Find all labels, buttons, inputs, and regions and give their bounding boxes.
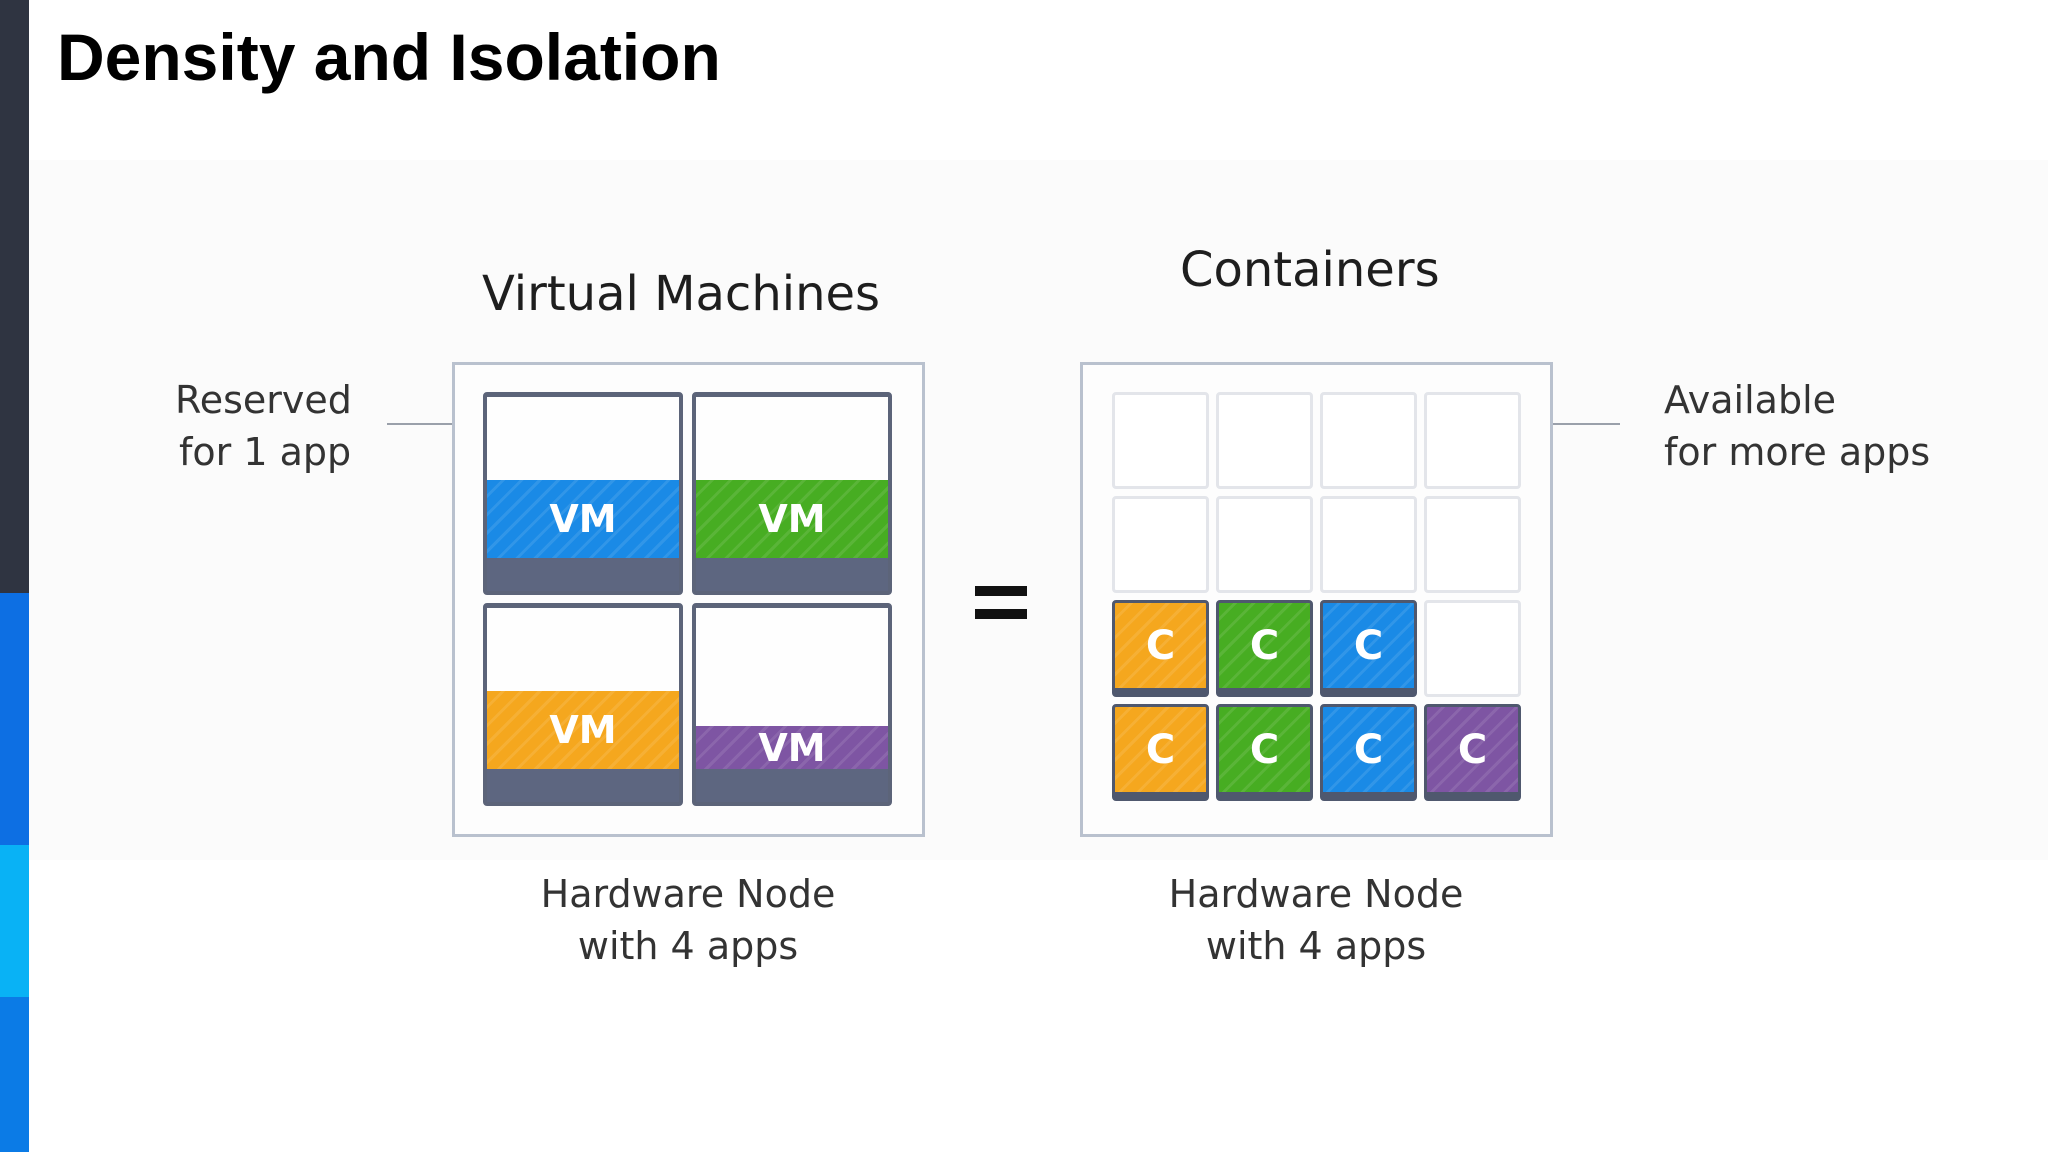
container-caption-line1: Hardware Node (1168, 872, 1464, 916)
available-note-line1: Available (1664, 378, 1837, 422)
vm-caption-line2: with 4 apps (577, 924, 799, 968)
containers-heading: Containers (1180, 242, 1440, 298)
vm-app-block: VM (696, 726, 888, 770)
accent-segment-blue-lower (0, 997, 29, 1152)
available-leader-line (1497, 423, 1620, 425)
container-slot-empty (1216, 392, 1313, 489)
container-slot-empty (1216, 496, 1313, 593)
container-green: C (1216, 704, 1313, 801)
vm-app-block: VM (696, 480, 888, 558)
side-accent-bar (0, 0, 29, 1152)
diagram-area (29, 160, 2048, 860)
vm-base (487, 558, 679, 591)
accent-segment-cyan (0, 845, 29, 997)
container-slot-empty (1424, 600, 1521, 697)
vm-blue: VM (483, 392, 683, 595)
accent-segment-dark (0, 0, 29, 593)
container-blue: C (1320, 704, 1417, 801)
vm-base (487, 769, 679, 802)
equals-sign-bottom-bar (975, 609, 1027, 619)
vm-heading: Virtual Machines (482, 266, 881, 322)
reserved-note-line1: Reserved (175, 378, 352, 422)
container-caption-line2: with 4 apps (1205, 924, 1427, 968)
vm-green: VM (692, 392, 892, 595)
container-slot-empty (1424, 496, 1521, 593)
container-slot-empty (1112, 392, 1209, 489)
vm-base (696, 558, 888, 591)
vm-base (696, 769, 888, 802)
container-green: C (1216, 600, 1313, 697)
slide-title: Density and Isolation (57, 20, 721, 94)
container-slot-empty (1424, 392, 1521, 489)
container-orange: C (1112, 600, 1209, 697)
equals-sign-top-bar (975, 586, 1027, 596)
available-note-line2: for more apps (1664, 430, 1931, 474)
container-slot-empty (1112, 496, 1209, 593)
reserved-note-line2: for 1 app (179, 430, 352, 474)
vm-purple: VM (692, 603, 892, 806)
accent-segment-blue (0, 593, 29, 845)
container-orange: C (1112, 704, 1209, 801)
vm-app-block: VM (487, 691, 679, 769)
vm-orange: VM (483, 603, 683, 806)
container-purple: C (1424, 704, 1521, 801)
container-slot-empty (1320, 392, 1417, 489)
vm-caption-line1: Hardware Node (540, 872, 836, 916)
vm-app-block: VM (487, 480, 679, 558)
container-blue: C (1320, 600, 1417, 697)
container-slot-empty (1320, 496, 1417, 593)
reserved-leader-line (387, 423, 510, 425)
